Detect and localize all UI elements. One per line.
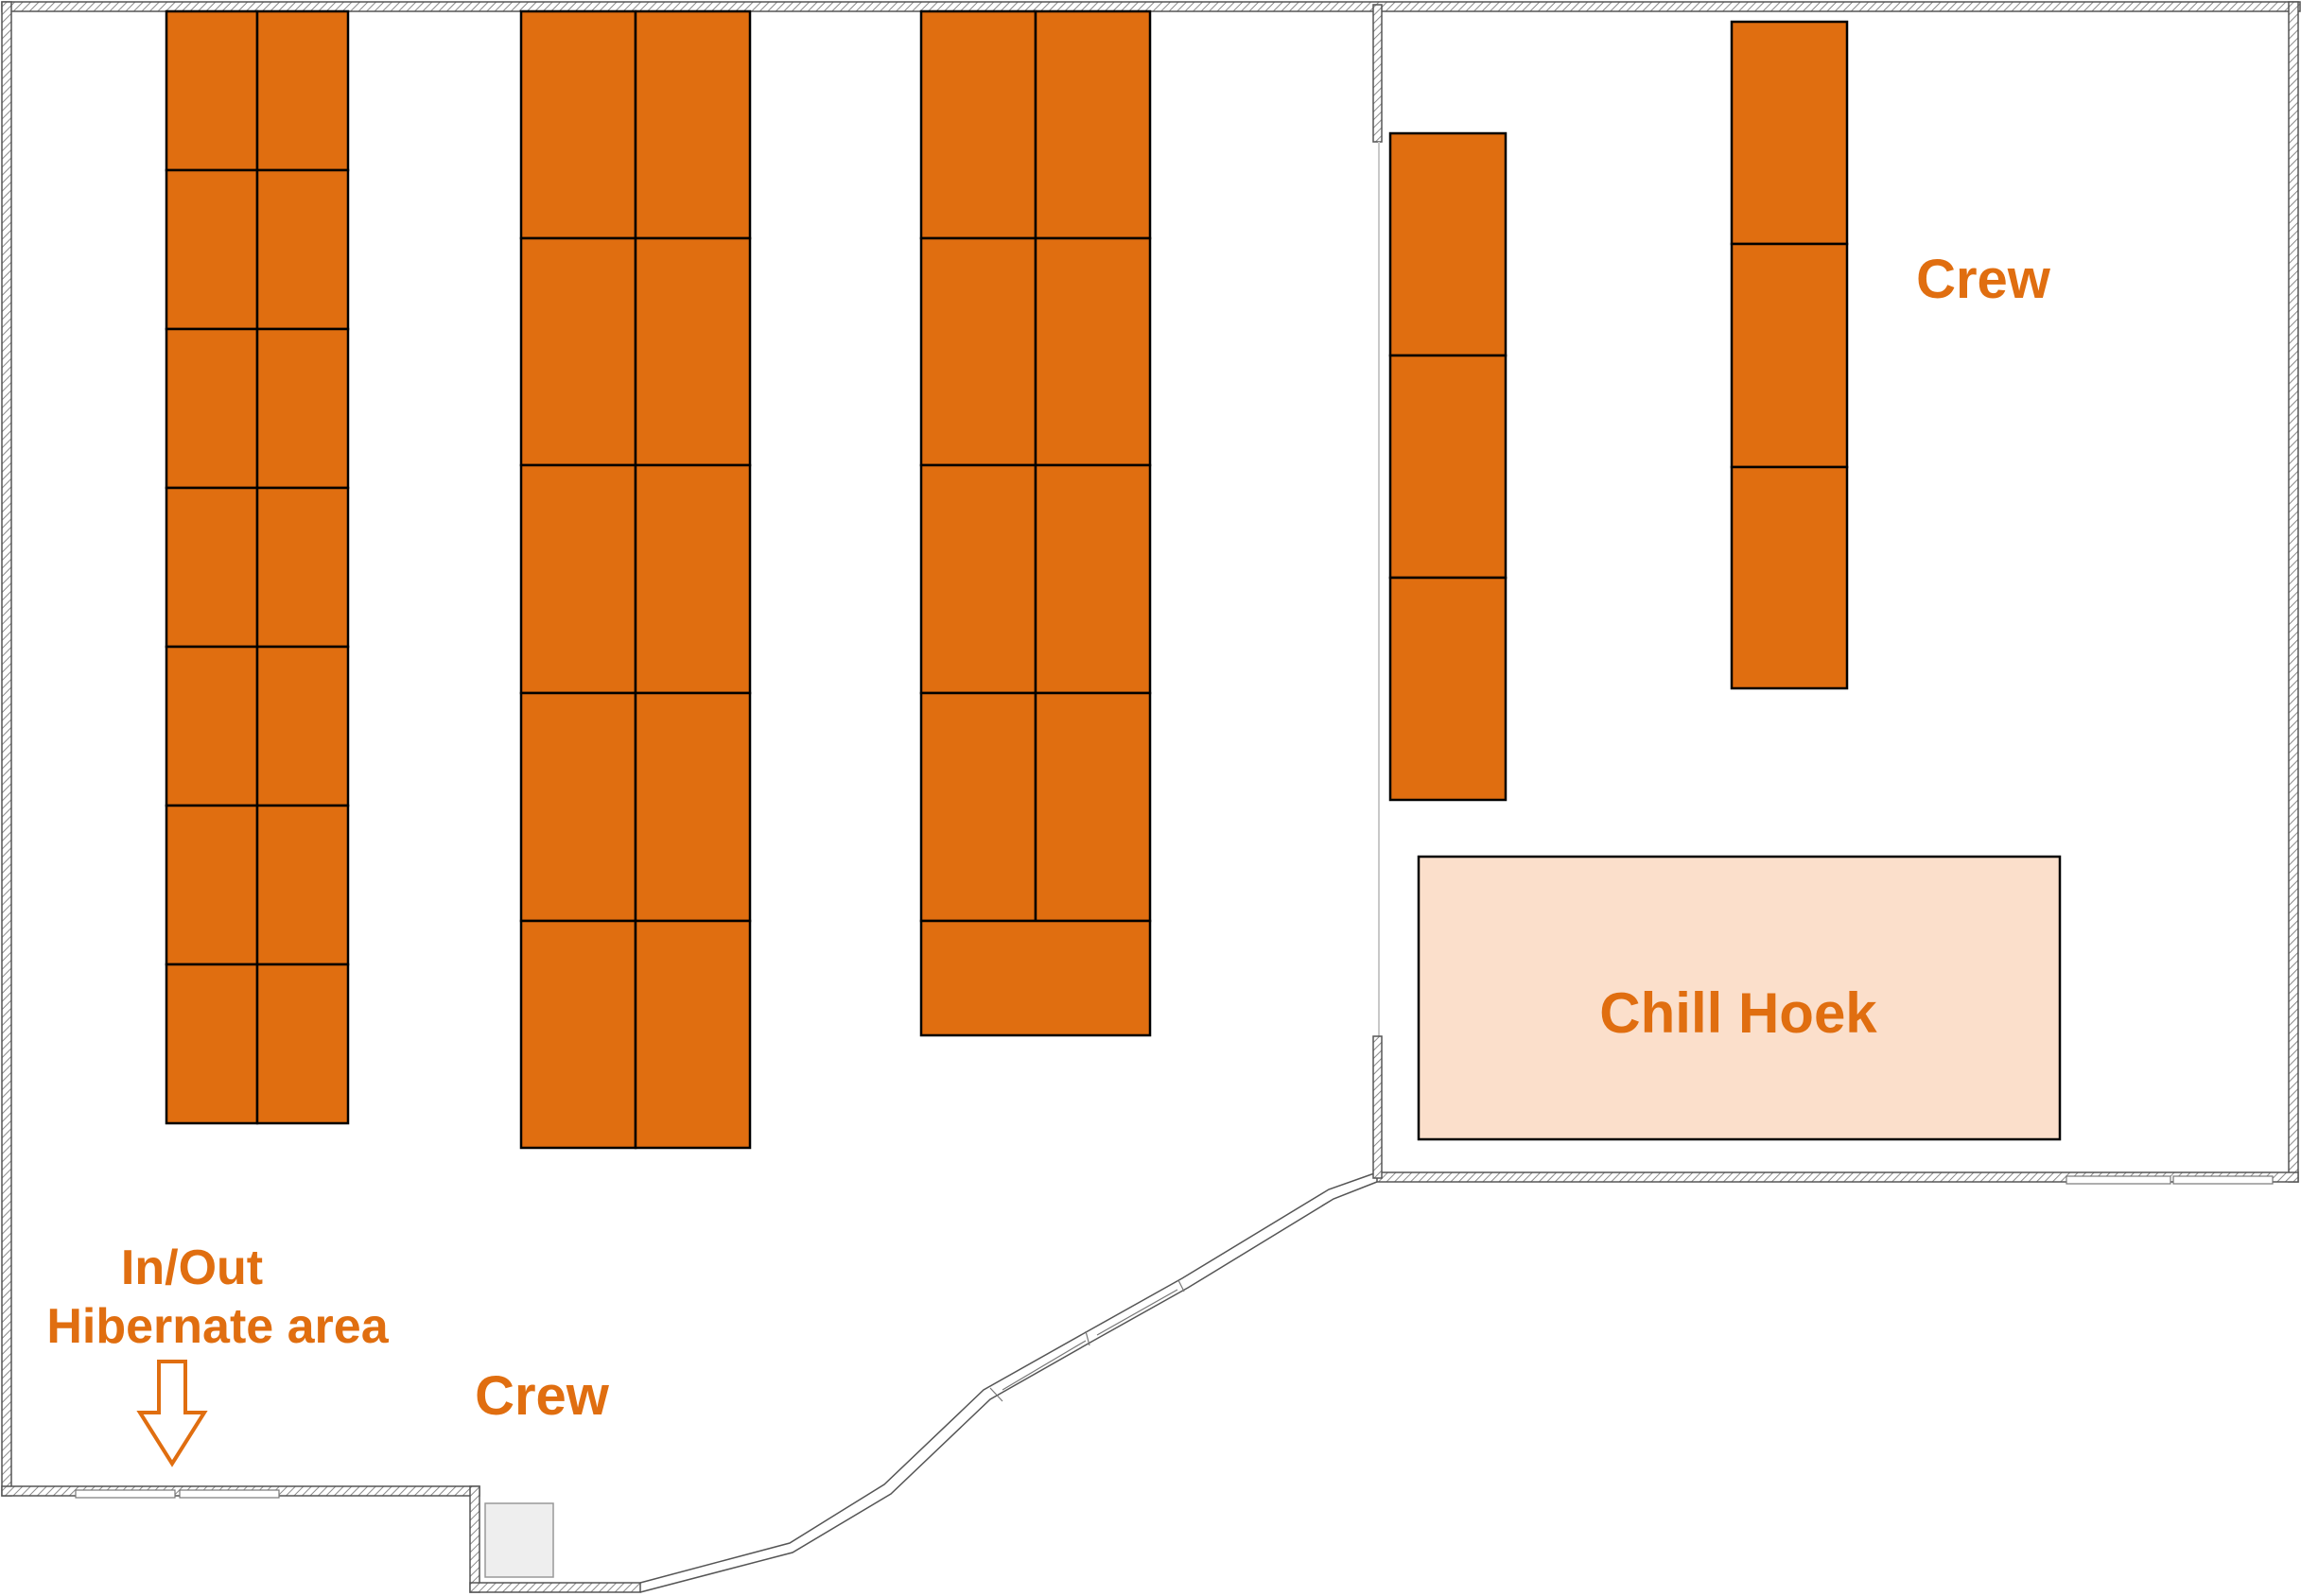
entrance-label-line2: Hibernate area	[46, 1299, 389, 1354]
wall-top	[1, 1, 2301, 12]
partition-upper	[1372, 4, 1383, 143]
rack-b	[519, 9, 752, 1150]
wall-right	[2288, 1, 2299, 1183]
rack-e	[1730, 20, 1849, 690]
bottom-right-windows	[2066, 1175, 2274, 1185]
wall-notch-vertical	[469, 1485, 480, 1593]
rack-a	[165, 9, 350, 1125]
racks	[165, 9, 1849, 1150]
entrance-label-line1: In/Out	[121, 1240, 263, 1295]
square-icon	[484, 1502, 554, 1578]
crew-label-bottom: Crew	[475, 1365, 610, 1427]
chill-area-label: Chill Hoek	[1599, 981, 1877, 1045]
down-arrow-outline-icon	[136, 1360, 208, 1467]
rack-d	[1388, 131, 1508, 802]
crew-label-top: Crew	[1916, 249, 2051, 310]
wall-left	[1, 1, 12, 1497]
diagonal-windows	[989, 1279, 1185, 1402]
wall-bottom-segment	[469, 1582, 641, 1593]
chill-area	[1417, 855, 2062, 1141]
partition-lower	[1372, 1035, 1383, 1179]
wall-diagonal	[639, 1171, 1378, 1593]
rack-c	[919, 9, 1152, 1037]
bottom-left-windows	[75, 1489, 280, 1499]
